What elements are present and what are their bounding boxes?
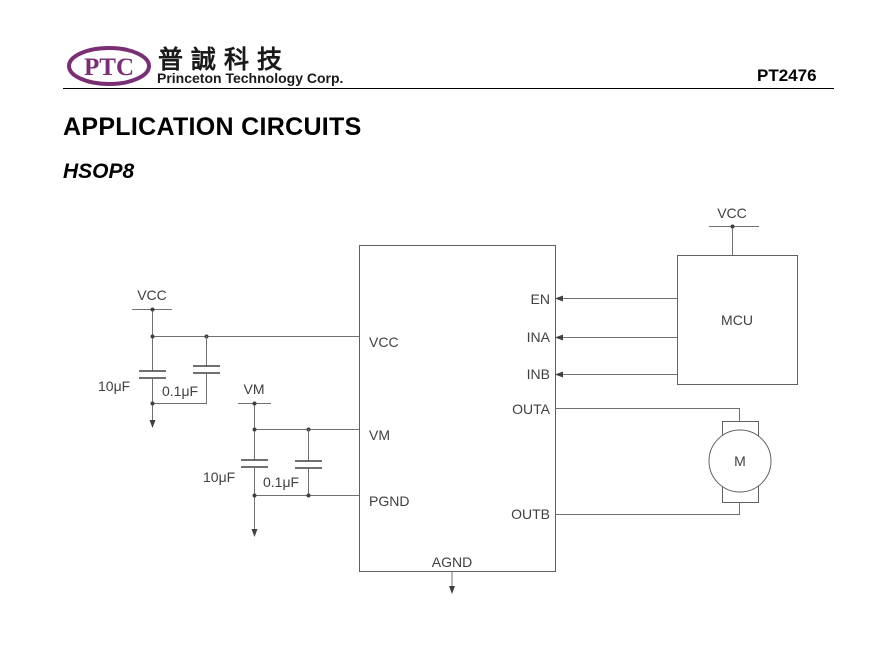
ic-pin-outb: OUTB	[511, 506, 550, 522]
logo-text: PTC	[84, 54, 134, 81]
motor-symbol	[708, 429, 772, 493]
vm-rail-node	[252, 401, 257, 406]
ic-pin-inb: INB	[527, 366, 550, 382]
package-subtitle: HSOP8	[63, 160, 135, 183]
pgnd-node-2	[306, 493, 311, 498]
motor-label: M	[734, 453, 746, 469]
page-header: PTC 普誠科技 Princeton Technology Corp. PT24…	[0, 0, 893, 95]
mcu-vcc-node	[730, 224, 735, 229]
ptc-logo: PTC	[67, 46, 151, 86]
mcu-box	[677, 255, 798, 385]
ic-pin-vm: VM	[369, 427, 390, 443]
ic-pin-en: EN	[531, 291, 550, 307]
ic-pin-outa: OUTA	[512, 401, 551, 417]
ic-pin-pgnd: PGND	[369, 493, 409, 509]
vcc-rail-node	[150, 307, 155, 312]
vm-supply-label: VM	[244, 381, 265, 397]
ic-pin-ina: INA	[527, 329, 551, 345]
company-chinese-name: 普誠科技	[158, 45, 291, 74]
vcc-cap-large-label: 10μF	[98, 378, 130, 394]
mcu-vcc-label: VCC	[717, 205, 747, 221]
vcc-supply-label: VCC	[137, 287, 167, 303]
section-title: APPLICATION CIRCUITS	[63, 113, 362, 141]
vcc-junction-node	[150, 334, 155, 339]
header-rule	[63, 88, 834, 89]
pgnd-node	[252, 493, 257, 498]
vm-cap-small-label: 0.1μF	[263, 474, 299, 490]
vcc-cap-small-label: 0.1μF	[162, 383, 198, 399]
vm-junction-node	[252, 427, 257, 432]
part-number: PT2476	[757, 66, 817, 85]
ic-pin-agnd: AGND	[432, 554, 472, 570]
vcc-ground-node	[150, 401, 155, 406]
vm-cap-large-label: 10μF	[203, 469, 235, 485]
company-name: Princeton Technology Corp.	[157, 70, 344, 86]
ic-pin-vcc: VCC	[369, 334, 399, 350]
mcu-label: MCU	[721, 312, 753, 328]
